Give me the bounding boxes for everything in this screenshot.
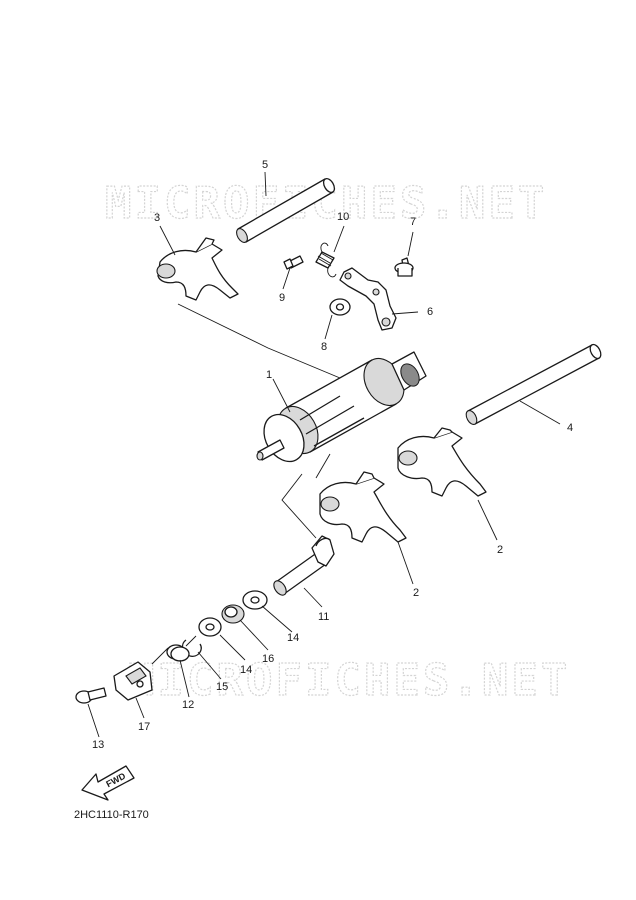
callout-14-upper: 14 bbox=[287, 632, 299, 644]
shift-fork-2-center bbox=[319, 471, 407, 543]
stopper-lever-6 bbox=[339, 267, 397, 331]
shift-shaft-11 bbox=[273, 535, 335, 596]
callout-16: 16 bbox=[262, 653, 274, 665]
callout-2-right: 2 bbox=[497, 544, 503, 556]
shift-fork-2-right bbox=[397, 427, 487, 497]
callout-9: 9 bbox=[279, 292, 285, 304]
callout-11: 11 bbox=[318, 611, 329, 623]
washer-8 bbox=[329, 298, 351, 316]
callout-17: 17 bbox=[138, 721, 150, 733]
callout-13: 13 bbox=[92, 739, 104, 751]
shift-rod-right bbox=[465, 343, 602, 426]
oil-seal-16 bbox=[221, 604, 245, 624]
bolt-7 bbox=[394, 257, 414, 277]
return-spring-12 bbox=[151, 635, 197, 665]
shift-drum-1 bbox=[256, 351, 427, 463]
diagram-code: 2HC1110-R170 bbox=[74, 809, 149, 821]
shift-fork-3 bbox=[156, 237, 239, 301]
washer-14-upper bbox=[242, 590, 268, 610]
callout-10: 10 bbox=[337, 211, 349, 223]
callout-4: 4 bbox=[567, 422, 573, 434]
callout-1: 1 bbox=[266, 369, 272, 381]
leader-lines bbox=[87, 171, 561, 738]
guide-17 bbox=[113, 661, 153, 701]
callout-5: 5 bbox=[262, 159, 268, 171]
watermark-bottom: MICROFICHES.NET bbox=[128, 655, 570, 706]
washer-14-lower bbox=[198, 617, 222, 637]
callout-2-center: 2 bbox=[413, 587, 419, 599]
callout-6: 6 bbox=[427, 306, 433, 318]
callout-15: 15 bbox=[216, 681, 228, 693]
shift-rod-upper bbox=[236, 177, 336, 243]
callout-7: 7 bbox=[410, 216, 416, 228]
callout-14-lower: 14 bbox=[240, 664, 252, 676]
callout-numbers: 5 3 10 7 9 6 8 1 4 2 2 11 14 16 14 15 12… bbox=[92, 159, 573, 751]
bolt-13 bbox=[75, 687, 107, 704]
forward-arrow-icon: FWD bbox=[81, 765, 135, 801]
spring-10 bbox=[315, 242, 337, 278]
bolt-9 bbox=[283, 255, 304, 270]
callout-3: 3 bbox=[154, 212, 160, 224]
callout-12: 12 bbox=[182, 699, 194, 711]
callout-8: 8 bbox=[321, 341, 327, 353]
